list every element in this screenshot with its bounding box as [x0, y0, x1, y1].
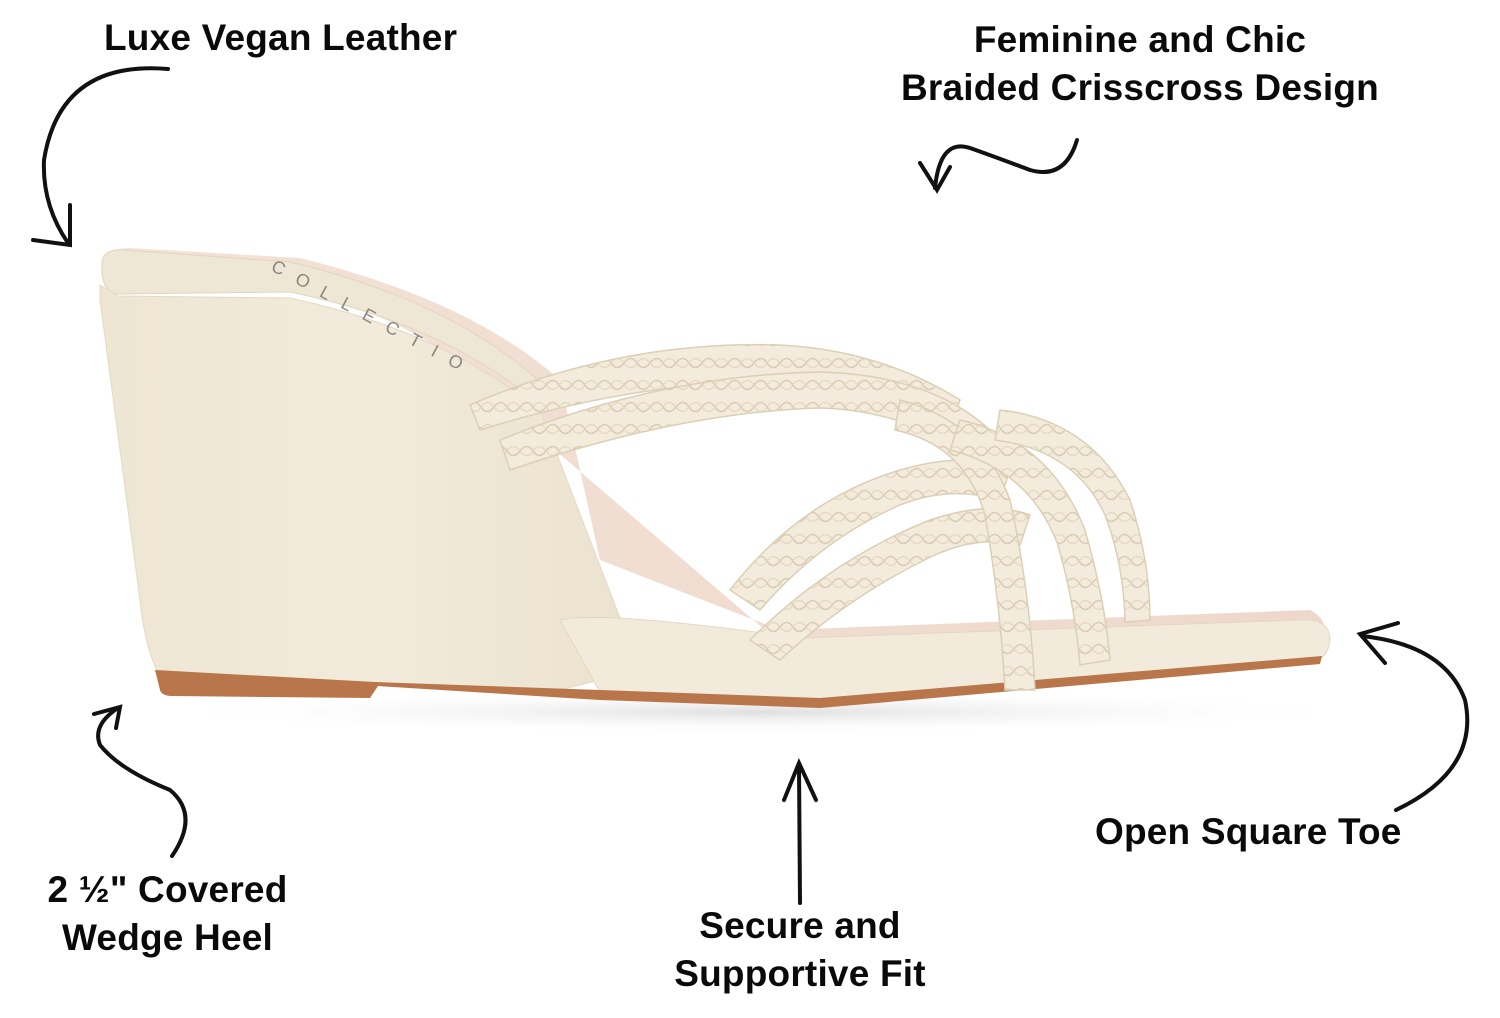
callout-secure-supportive-fit: Secure and Supportive Fit: [645, 902, 955, 998]
insole: [108, 248, 1325, 660]
callout-text: Luxe Vegan Leather: [104, 17, 458, 58]
callout-covered-wedge-heel: 2 ½" Covered Wedge Heel: [20, 866, 315, 962]
callout-luxe-vegan-leather: Luxe Vegan Leather: [104, 14, 457, 62]
braided-straps: [469, 343, 1151, 691]
callout-text: Feminine and Chic: [973, 19, 1307, 60]
callout-text: Wedge Heel: [61, 917, 274, 958]
callout-text: Braided Crisscross Design: [901, 67, 1379, 108]
wavy-arrow-up-icon: [92, 704, 188, 858]
callout-text: 2 ½" Covered: [47, 869, 288, 910]
callout-braided-crisscross-design: Feminine and Chic Braided Crisscross Des…: [880, 16, 1400, 112]
callout-open-square-toe: Open Square Toe: [1095, 808, 1402, 856]
curved-arrow-down-icon: [31, 66, 170, 248]
outsole: [155, 656, 1322, 708]
callout-text: Supportive Fit: [674, 953, 926, 994]
straight-arrow-up-icon: [782, 757, 818, 905]
wavy-arrow-down-left-icon: [918, 138, 1079, 194]
curved-arrow-up-left-icon: [1356, 621, 1470, 812]
callout-text: Open Square Toe: [1095, 811, 1402, 852]
callout-text: Secure and: [699, 905, 901, 946]
